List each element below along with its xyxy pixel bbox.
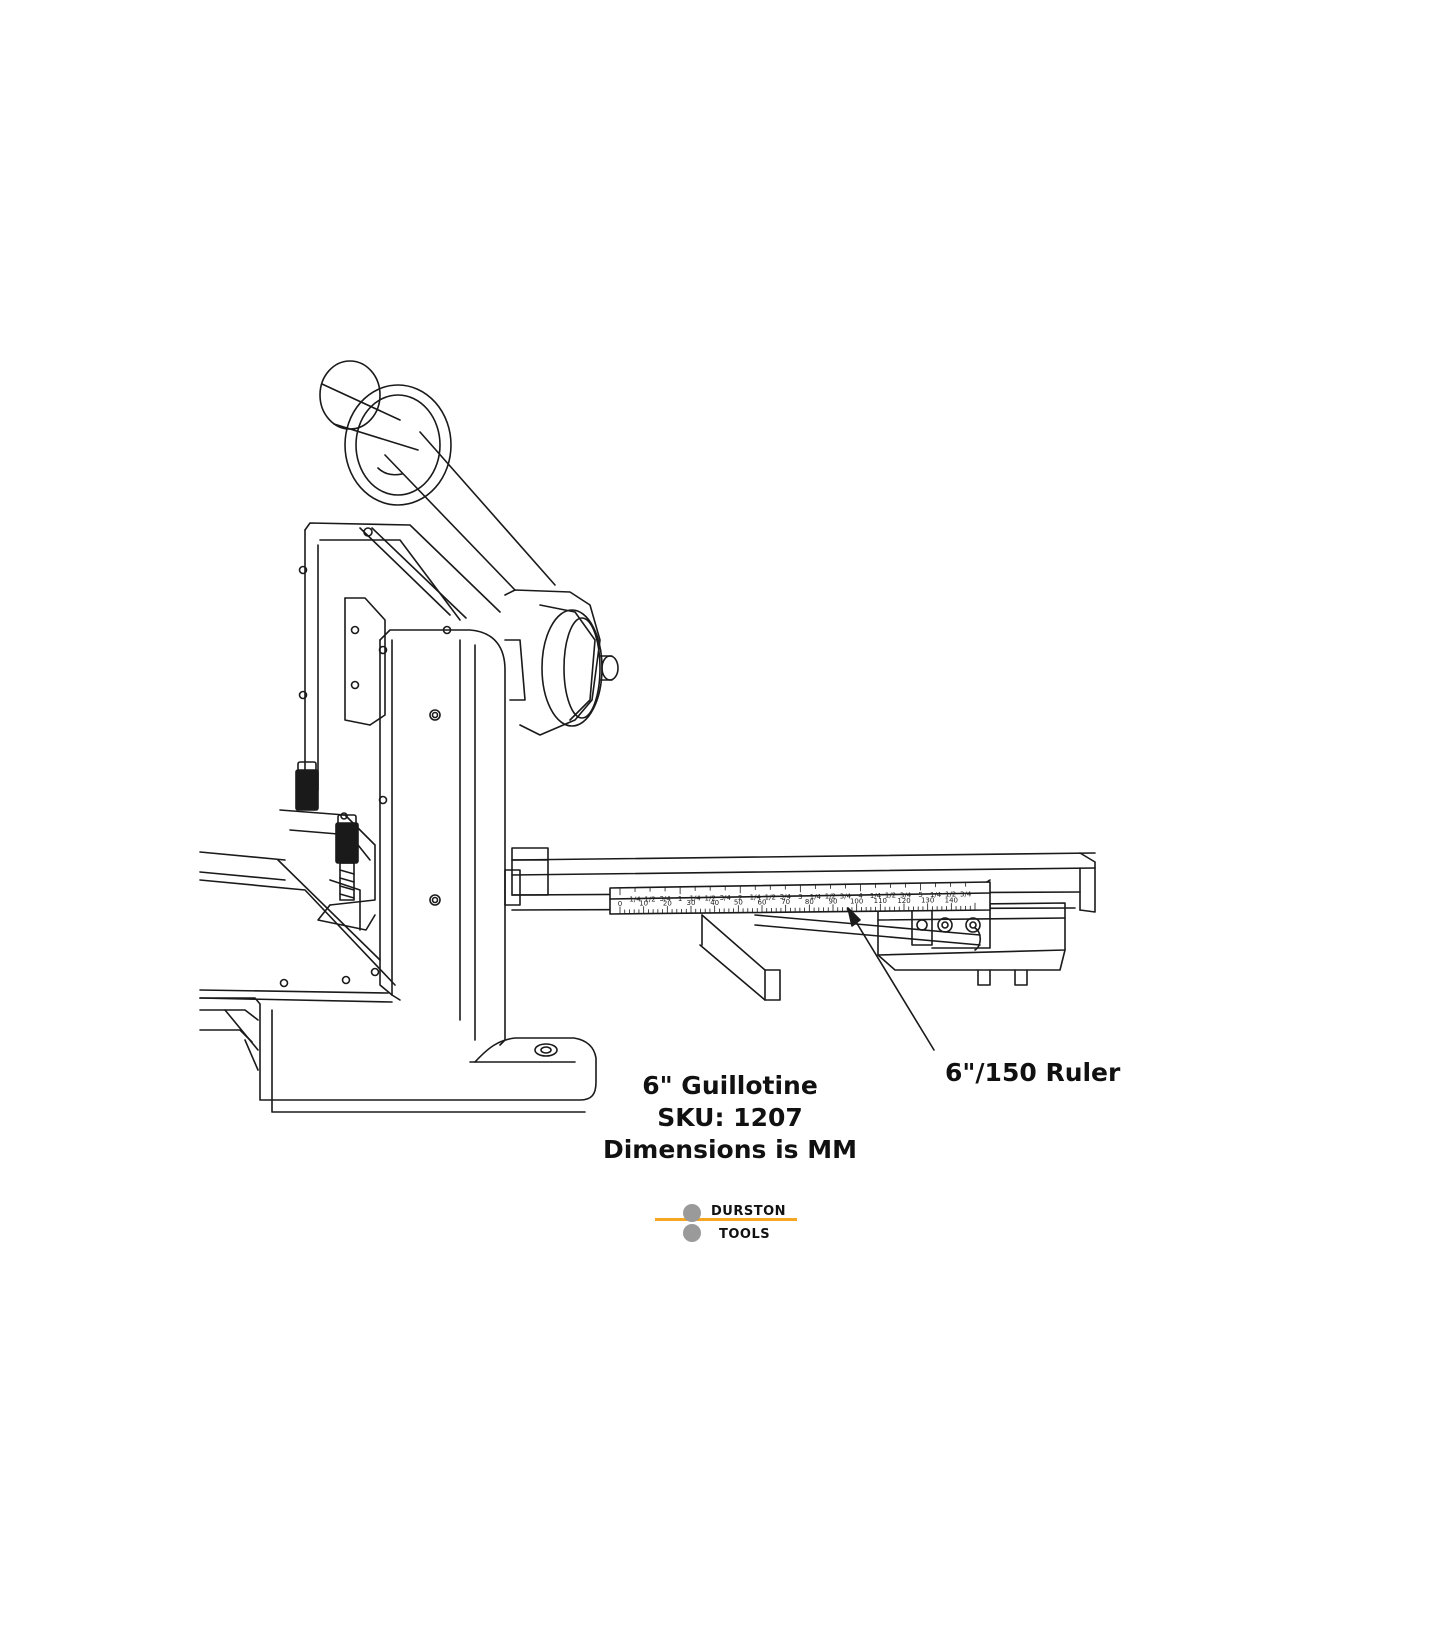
ruler-inch-label: 1/4 bbox=[810, 893, 822, 901]
logo-word-bottom: TOOLS bbox=[719, 1227, 771, 1242]
ruler-mm-label: 30 bbox=[687, 899, 696, 907]
blade-plate bbox=[298, 522, 501, 805]
handle-grip bbox=[319, 360, 452, 506]
ruler-ticks bbox=[619, 881, 976, 915]
dimension-note: Dimensions is MM bbox=[602, 1135, 858, 1164]
ruler-mm-label: 60 bbox=[758, 898, 767, 906]
ruler-inch-label: 1/4 bbox=[629, 896, 641, 904]
ruler-mm-label: 70 bbox=[781, 898, 790, 906]
product-caption: 6" Guillotine SKU: 1207 Dimensions is MM bbox=[560, 1070, 900, 1166]
ruler-mm-label: 140 bbox=[945, 896, 958, 904]
ruler-inch-label: 3/4 bbox=[659, 895, 671, 903]
ruler-inch-label: 3/4 bbox=[900, 891, 912, 899]
ruler-inch-label: 3/4 bbox=[720, 894, 732, 902]
ruler-inch-label: 5 bbox=[918, 891, 922, 899]
ruler-inch-label: 4 bbox=[858, 892, 863, 900]
hold-down-clamp bbox=[279, 761, 376, 931]
ruler-inch-label: 3 bbox=[798, 893, 802, 901]
ruler-inch-label: 1/2 bbox=[765, 893, 776, 901]
logo-word-top: DURSTON bbox=[711, 1204, 787, 1219]
product-title: 6" Guillotine bbox=[642, 1071, 818, 1100]
pivot-hub bbox=[504, 589, 619, 736]
logo-dot-icon bbox=[683, 1224, 701, 1242]
ruler-inch-label: 3/4 bbox=[780, 893, 792, 901]
ruler-mm-label: 120 bbox=[897, 897, 910, 905]
ruler-inch-label: 1 bbox=[678, 895, 682, 903]
handle-rod bbox=[377, 431, 556, 591]
stop-block bbox=[877, 879, 1066, 986]
durston-tools-logo: DURSTON TOOLS bbox=[655, 1200, 805, 1250]
side-frame bbox=[379, 629, 506, 1046]
ruler-inch-label: 1/2 bbox=[885, 892, 896, 900]
ruler-mm-label: 40 bbox=[710, 899, 719, 907]
bed-plate bbox=[199, 851, 396, 1003]
ruler-inch-label: 1/4 bbox=[870, 892, 882, 900]
ruler-mm-label: 20 bbox=[663, 899, 672, 907]
ruler-mm-label: 0 bbox=[618, 900, 622, 908]
ruler-inch-label: 1/4 bbox=[930, 891, 942, 899]
ruler-inch-label: 1/4 bbox=[750, 894, 762, 902]
ruler-inch-label: 1/4 bbox=[690, 895, 702, 903]
ruler-mm-label: 110 bbox=[874, 897, 887, 905]
ruler-inch-label: 3/4 bbox=[960, 890, 972, 898]
logo-accent-line bbox=[655, 1218, 797, 1221]
base-foot bbox=[199, 994, 597, 1113]
product-sku: SKU: 1207 bbox=[657, 1103, 803, 1132]
ruler-inch-label: 1/2 bbox=[705, 894, 716, 902]
ruler-inch-label: 1/2 bbox=[644, 895, 655, 903]
ruler-mm-label: 90 bbox=[829, 898, 838, 906]
ruler-inch-label: 2 bbox=[738, 894, 742, 902]
ruler-inch-label: 1/2 bbox=[945, 891, 956, 899]
ruler-inch-label: 1/2 bbox=[825, 893, 836, 901]
ruler-callout-arrow bbox=[847, 907, 935, 1051]
ruler-mm-label: 50 bbox=[734, 899, 743, 907]
ruler-mm-label: 100 bbox=[850, 897, 863, 905]
ruler-mm-label: 10 bbox=[639, 900, 648, 908]
logo-dot-icon bbox=[683, 1204, 701, 1222]
ruler-mm-label: 80 bbox=[805, 898, 814, 906]
ruler-mm-label: 130 bbox=[921, 897, 934, 905]
ruler-inch-label: 3/4 bbox=[840, 892, 852, 900]
ruler-callout-label: 6"/150 Ruler bbox=[945, 1058, 1121, 1087]
